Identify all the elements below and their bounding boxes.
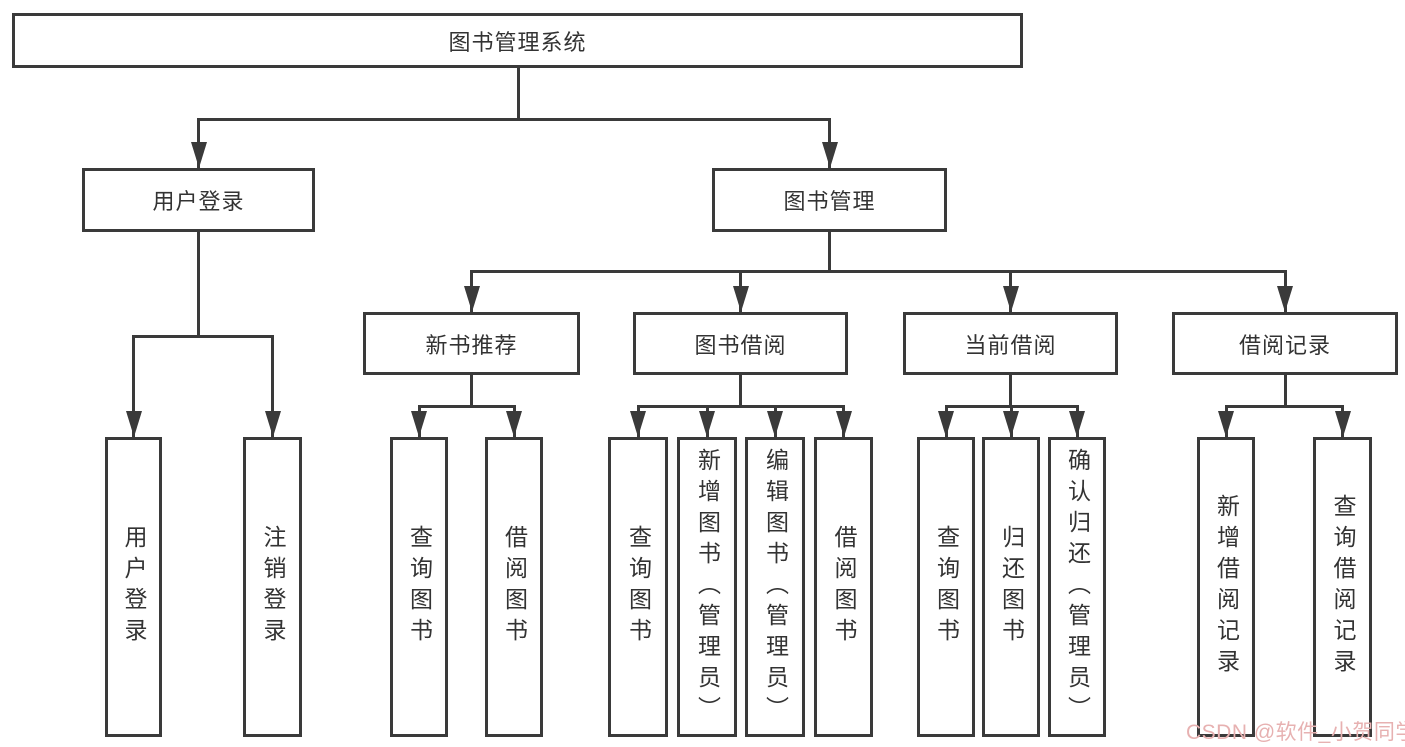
node-borrow-records: 借阅记录 bbox=[1172, 312, 1398, 375]
node-label: 借阅图书 bbox=[831, 525, 857, 649]
arrow-down-icon bbox=[767, 411, 783, 437]
connector-line bbox=[1009, 375, 1012, 408]
connector-line bbox=[944, 405, 1079, 408]
arrow-down-icon bbox=[699, 411, 715, 437]
node-label: 归还图书 bbox=[998, 525, 1025, 649]
arrow-down-icon bbox=[732, 286, 749, 312]
node-label: 图书管理系统 bbox=[448, 29, 587, 55]
leaf-add-book-admin: 新增图书（管理员） bbox=[677, 437, 737, 737]
connector-line bbox=[417, 405, 516, 408]
node-book-management: 图书管理 bbox=[712, 168, 947, 232]
arrow-down-icon bbox=[1003, 411, 1019, 437]
arrow-down-icon bbox=[821, 142, 838, 168]
node-label: 查询借阅记录 bbox=[1330, 494, 1356, 680]
node-label: 注销登录 bbox=[260, 525, 286, 649]
connector-line bbox=[516, 68, 520, 121]
node-label: 用户登录 bbox=[121, 525, 147, 649]
connector-line bbox=[197, 118, 831, 121]
leaf-query-books-current: 查询图书 bbox=[917, 437, 975, 737]
connector-line bbox=[132, 335, 274, 338]
leaf-query-borrow-record: 查询借阅记录 bbox=[1313, 437, 1372, 737]
node-current-borrow: 当前借阅 bbox=[903, 312, 1118, 375]
arrow-down-icon bbox=[1069, 411, 1085, 437]
arrow-down-icon bbox=[1002, 286, 1019, 312]
arrow-down-icon bbox=[125, 411, 142, 437]
leaf-query-books-borrow: 查询图书 bbox=[608, 437, 668, 737]
node-label: 当前借阅 bbox=[964, 332, 1057, 358]
node-label: 用户登录 bbox=[152, 189, 245, 214]
node-label: 确认归还（管理员） bbox=[1064, 447, 1091, 727]
leaf-return-books: 归还图书 bbox=[982, 437, 1040, 737]
leaf-borrow-books: 借阅图书 bbox=[814, 437, 873, 737]
leaf-logout-login: 注销登录 bbox=[243, 437, 302, 737]
arrow-down-icon bbox=[463, 286, 480, 312]
arrow-down-icon bbox=[630, 411, 646, 437]
node-label: 编辑图书（管理员） bbox=[762, 447, 789, 727]
connector-line bbox=[1224, 405, 1344, 408]
connector-line bbox=[1283, 375, 1287, 408]
node-new-book-recommend: 新书推荐 bbox=[363, 312, 580, 375]
arrow-down-icon bbox=[938, 411, 954, 437]
node-library-system: 图书管理系统 bbox=[12, 13, 1023, 68]
node-label: 新书推荐 bbox=[425, 332, 518, 358]
leaf-query-books-recommend: 查询图书 bbox=[390, 437, 448, 737]
connector-line bbox=[132, 335, 135, 437]
arrow-down-icon bbox=[411, 411, 427, 437]
connector-line bbox=[470, 375, 473, 408]
arrow-down-icon bbox=[1277, 286, 1293, 312]
node-label: 查询图书 bbox=[406, 525, 433, 649]
node-label: 查询图书 bbox=[933, 525, 960, 649]
node-label: 图书借阅 bbox=[694, 332, 787, 358]
connector-line bbox=[271, 335, 274, 437]
node-user-login: 用户登录 bbox=[82, 168, 315, 232]
node-label: 图书管理 bbox=[783, 189, 876, 214]
connector-line bbox=[739, 375, 742, 408]
arrow-down-icon bbox=[1334, 411, 1351, 437]
leaf-confirm-return-admin: 确认归还（管理员） bbox=[1048, 437, 1106, 737]
node-label: 查询图书 bbox=[625, 525, 652, 649]
leaf-user-login: 用户登录 bbox=[105, 437, 162, 737]
connector-line bbox=[828, 232, 831, 273]
arrow-down-icon bbox=[835, 411, 852, 437]
leaf-add-borrow-record: 新增借阅记录 bbox=[1197, 437, 1255, 737]
watermark: CSDN @软件_小贺同学 bbox=[1186, 721, 1405, 744]
connector-line bbox=[197, 232, 200, 337]
connector-line bbox=[470, 270, 1287, 273]
leaf-edit-book-admin: 编辑图书（管理员） bbox=[745, 437, 805, 737]
node-label: 借阅图书 bbox=[501, 525, 528, 649]
node-label: 借阅记录 bbox=[1238, 332, 1331, 358]
arrow-down-icon bbox=[1218, 411, 1234, 437]
node-label: 新增借阅记录 bbox=[1213, 494, 1240, 680]
arrow-down-icon bbox=[264, 411, 281, 437]
arrow-down-icon bbox=[506, 411, 522, 437]
connector-line bbox=[636, 405, 845, 408]
node-book-borrow: 图书借阅 bbox=[633, 312, 848, 375]
leaf-borrow-books-recommend: 借阅图书 bbox=[485, 437, 543, 737]
arrow-down-icon bbox=[190, 142, 207, 168]
node-label: 新增图书（管理员） bbox=[694, 447, 721, 727]
